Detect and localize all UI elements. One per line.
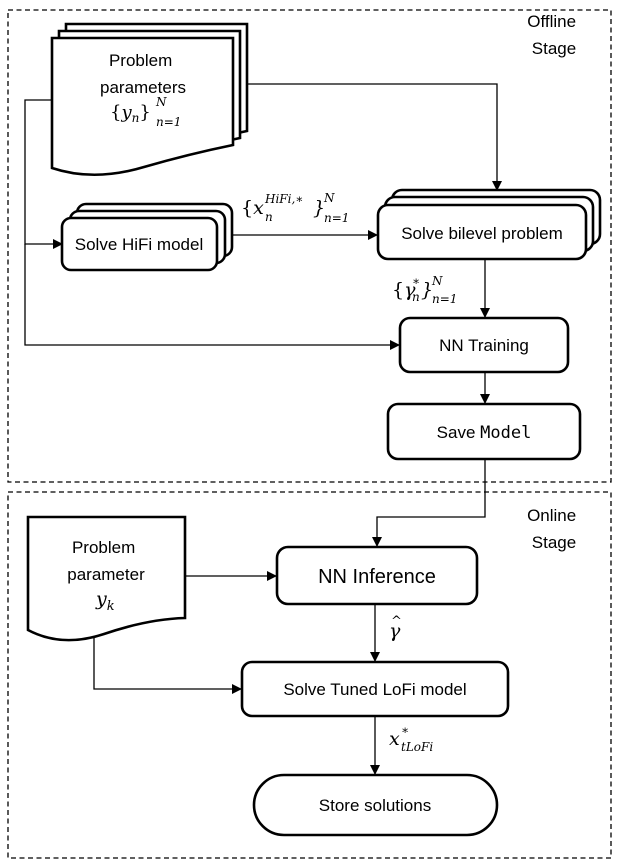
svg-text:n: n xyxy=(412,290,420,304)
solve-tuned-lofi-label: Solve Tuned LoFi model xyxy=(283,680,466,699)
y-n-set-sup: N xyxy=(155,95,167,109)
svg-text:n: n xyxy=(265,210,273,224)
problem-parameter-label: Problem parameter xyxy=(67,538,145,584)
gamma-n-set-label: {γ ∗ n } N n=1 xyxy=(392,274,457,306)
svg-text:{x: {x xyxy=(241,197,264,219)
nn-training-node: NN Training xyxy=(398,316,570,374)
svg-text:∗: ∗ xyxy=(412,274,420,288)
svg-text:n=1: n=1 xyxy=(324,211,349,225)
problem-parameters-node: Problem parameters {yn} N n=1 xyxy=(50,22,249,177)
edge-params-to-training xyxy=(24,244,400,350)
svg-text:HiFi,∗: HiFi,∗ xyxy=(264,192,303,206)
svg-text:}: } xyxy=(421,279,433,301)
solve-hifi-label: Solve HiFi model xyxy=(75,235,204,254)
offline-stage-title: Offline Stage xyxy=(527,12,581,58)
edge-save-to-inference xyxy=(372,459,486,547)
svg-text:}: } xyxy=(313,197,325,219)
y-n-set-label: {yn} xyxy=(110,102,151,125)
problem-parameters-label: Problem parameters xyxy=(100,51,186,97)
svg-text:^: ^ xyxy=(391,614,402,629)
online-stage-region xyxy=(7,491,612,859)
svg-text:γ: γ xyxy=(389,620,401,642)
solve-bilevel-label: Solve bilevel problem xyxy=(401,224,563,243)
save-model-label: Save Model xyxy=(437,423,532,443)
nn-training-label: NN Training xyxy=(439,336,529,355)
store-solutions-node: Store solutions xyxy=(252,773,499,837)
svg-text:∗: ∗ xyxy=(401,723,409,737)
solve-bilevel-node: Solve bilevel problem xyxy=(376,188,602,261)
store-solutions-label: Store solutions xyxy=(319,796,431,815)
solve-hifi-node: Solve HiFi model xyxy=(60,202,234,272)
svg-text:n=1: n=1 xyxy=(432,292,457,306)
svg-text:N: N xyxy=(431,274,443,288)
y-n-set-range: n=1 xyxy=(156,115,181,129)
edge-params-to-bilevel xyxy=(242,83,502,191)
svg-text:{γ: {γ xyxy=(392,279,416,301)
y-k-label: yk xyxy=(95,588,115,614)
solve-tuned-lofi-node: Solve Tuned LoFi model xyxy=(240,660,510,718)
x-tlofi-label: x ∗ tLoFi xyxy=(389,723,433,754)
problem-parameter-node: Problem parameter yk xyxy=(26,515,187,642)
svg-text:N: N xyxy=(323,191,335,205)
svg-text:x: x xyxy=(389,728,400,750)
nn-inference-node: NN Inference xyxy=(275,545,479,606)
svg-text:tLoFi: tLoFi xyxy=(401,740,433,754)
nn-inference-label: NN Inference xyxy=(318,566,436,588)
x-hifi-set-label: {x HiFi,∗ n } N n=1 xyxy=(241,191,349,225)
online-stage-title: Online Stage xyxy=(527,506,581,552)
save-model-node: Save Model xyxy=(386,402,582,461)
gamma-hat-label: γ ^ xyxy=(389,614,402,642)
edge-parameter-to-lofi xyxy=(93,628,242,694)
edge-params-to-hifi xyxy=(24,99,63,249)
offline-stage-region xyxy=(7,9,612,483)
